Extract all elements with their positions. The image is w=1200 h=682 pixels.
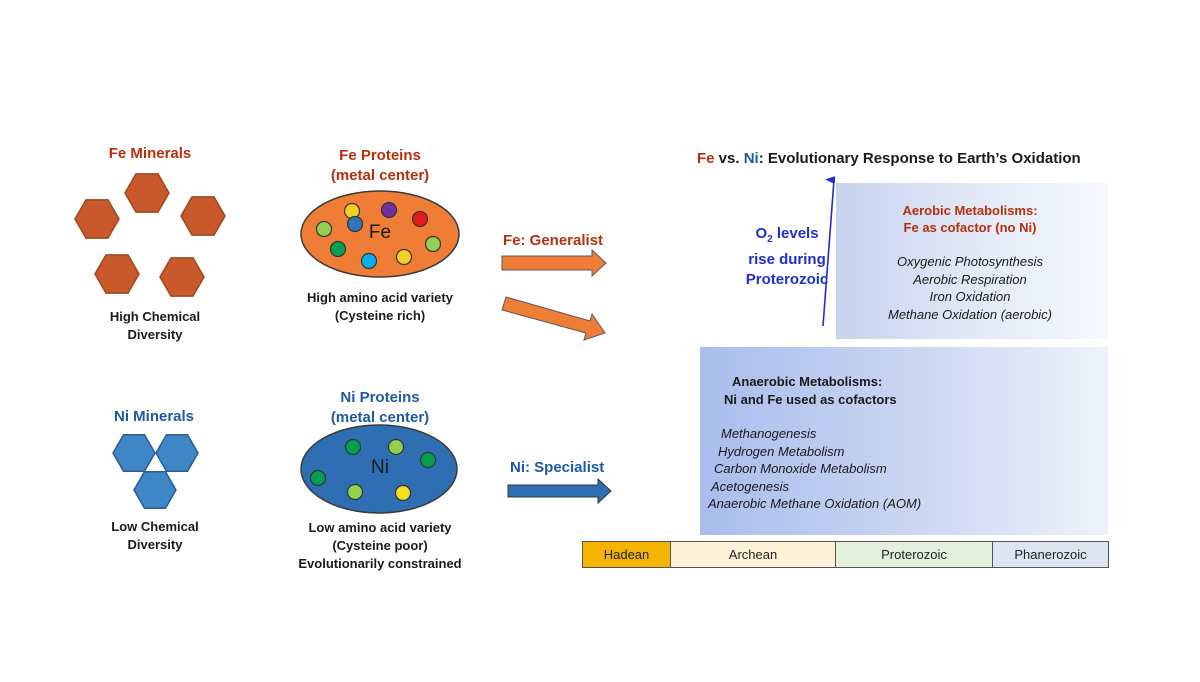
fe-generalist-label: Fe: Generalist [503,232,604,249]
o2-line1: O2 levels [735,224,839,250]
ni-specialist-arrow [507,477,612,505]
ni-specialist-label: Ni: Specialist [510,459,605,476]
anaerobic-metabolisms-box [700,347,1108,535]
ni-amino-acid-dots [309,438,437,502]
ni-desc-line1: Low amino acid variety [308,520,452,535]
fe-desc-line1: High amino acid variety [307,290,453,305]
fe-amino-acid-dot [315,220,333,238]
fe-amino-acid-dot [380,201,398,219]
ni-mineral-hexagon [133,471,177,509]
ni-diversity-line2: Diversity [127,537,183,552]
fe-mineral-hexagon [124,173,170,213]
anaerobic-heading-line1: Anaerobic Metabolisms: [732,374,883,389]
o2-levels-word: levels [772,225,819,242]
fe-mineral-hexagon [180,196,226,236]
ni-diversity-line1: Low Chemical [111,519,199,534]
o2-line3: Proterozoic [745,271,829,288]
geologic-timeline: Hadean Archean Proterozoic Phanerozoic [582,541,1109,568]
fe-amino-acid-dot [395,248,413,266]
era-proterozoic: Proterozoic [836,542,993,567]
fe-amino-acid-dot [360,252,378,270]
anaerobic-item: Hydrogen Metabolism [718,443,845,459]
fe-diversity-line1: High Chemical [109,309,201,324]
title-vs: vs. [714,150,744,167]
anaerobic-item: Methanogenesis [721,426,817,441]
era-archean: Archean [671,542,836,567]
ni-desc-line2: (Cysteine poor) [332,538,428,553]
ni-minerals-diversity: Low Chemical Diversity [90,518,220,554]
aerobic-item: Oxygenic Photosynthesis [897,254,1043,269]
fe-desc-line2: (Cysteine rich) [334,308,426,323]
fe-mineral-hexagon [94,254,140,294]
fe-minerals-label: Fe Minerals [108,145,192,162]
fe-proteins-line1: Fe Proteins [339,147,421,164]
fe-amino-acid-dot [346,215,364,233]
title-fe: Fe [697,150,715,167]
ni-center-label: Ni [371,457,389,478]
ni-amino-acid-dot [346,483,364,501]
era-hadean: Hadean [583,542,671,567]
anaerobic-item: Carbon Monoxide Metabolism [714,461,887,476]
ni-amino-acid-dot [309,469,327,487]
ni-minerals-icon [112,434,199,509]
fe-proteins-label: Fe Proteins (metal center) [300,146,460,186]
o2-levels-label: O2 levels rise during Proterozoic [735,224,839,290]
ni-desc-line3: Evolutionarily constrained [298,556,462,571]
ni-proteins-line1: Ni Proteins [340,389,420,406]
ni-mineral-hexagon [112,434,156,472]
aerobic-metabolisms-box [836,183,1108,339]
ni-amino-acid-dot [344,438,362,456]
ni-proteins-label: Ni Proteins (metal center) [300,388,460,428]
aerobic-heading-line1: Aerobic Metabolisms: [902,203,1038,218]
ni-amino-acid-dot [419,451,437,469]
anaerobic-item: Acetogenesis [711,478,790,494]
title-ni: Ni [743,150,759,167]
ni-amino-acid-dot [394,484,412,502]
fe-amino-acid-dots [315,201,442,270]
fe-amino-acid-dot [411,210,429,228]
anaerobic-heading: Anaerobic Metabolisms: Ni and Fe used as… [724,373,924,409]
fe-minerals-icon [74,173,226,297]
fe-proteins-description: High amino acid variety (Cysteine rich) [290,289,470,325]
ni-proteins-line2: (metal center) [330,409,430,426]
o2-subscript: 2 [767,234,773,245]
fe-diversity-line2: Diversity [127,327,183,342]
fe-mineral-hexagon [159,257,205,297]
fe-amino-acid-dot [424,235,442,253]
fe-mineral-hexagon [74,199,120,239]
ni-proteins-description: Low amino acid variety (Cysteine poor) E… [290,519,470,573]
aerobic-item: Aerobic Respiration [913,271,1027,287]
anaerobic-heading-line2: Ni and Fe used as cofactors [724,392,897,407]
fe-amino-acid-dot [329,240,347,258]
fe-generalist-arrow-2 [501,296,606,341]
diagram-title: Fe vs. Ni: Evolutionary Response to Eart… [697,150,1081,167]
aerobic-item: Methane Oxidation (aerobic) [887,306,1053,322]
aerobic-heading: Aerobic Metabolisms: Fe as cofactor (no … [870,202,1070,236]
aerobic-item: Iron Oxidation [929,289,1011,304]
fe-center-label: Fe [368,222,392,243]
anaerobic-item: Anaerobic Methane Oxidation (AOM) [708,496,922,511]
anaerobic-list: Methanogenesis Hydrogen Metabolism Carbo… [708,425,968,513]
ni-amino-acid-dot [387,438,405,456]
ni-minerals-label: Ni Minerals [113,408,195,425]
aerobic-heading-line2: Fe as cofactor (no Ni) [903,220,1037,235]
fe-generalist-arrow [501,248,607,278]
ni-protein-ellipse [300,424,458,514]
o2-rise-arrow [822,176,836,327]
fe-minerals-diversity: High Chemical Diversity [90,308,220,344]
o2-symbol: O [755,225,768,242]
ni-mineral-hexagon [155,434,199,472]
title-rest: : Evolutionary Response to Earth’s Oxida… [758,150,1081,167]
era-phanerozoic: Phanerozoic [993,542,1108,567]
aerobic-list: Oxygenic Photosynthesis Aerobic Respirat… [860,253,1080,323]
o2-line2: rise during [748,251,826,268]
fe-proteins-line2: (metal center) [330,167,430,184]
